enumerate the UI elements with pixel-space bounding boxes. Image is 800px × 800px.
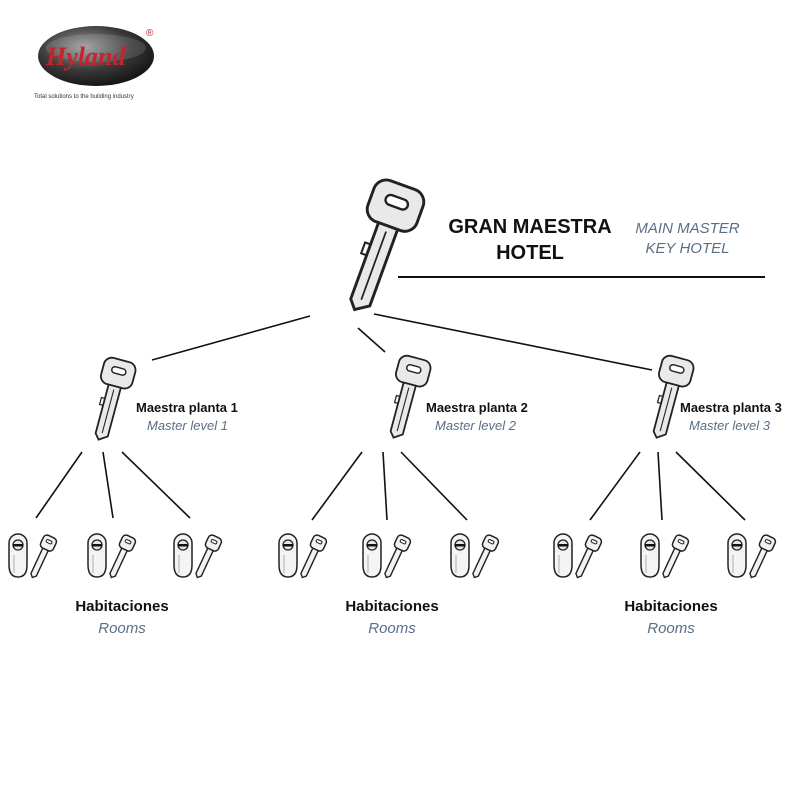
room-lock-pair-6 [450, 533, 501, 582]
lock-cylinder-icon [87, 533, 107, 578]
level-1-label-es: Maestra planta 1 [136, 400, 238, 415]
lock-cylinder-icon [278, 533, 298, 578]
rooms-3-label-es: Habitaciones [624, 598, 718, 615]
lock-cylinder-icon [173, 533, 193, 578]
lock-cylinder-icon [727, 533, 747, 578]
room-lock-pair-7 [553, 533, 604, 582]
level-2-label-en: Master level 2 [435, 418, 516, 433]
room-key-icon [657, 533, 691, 582]
room-key-icon [744, 533, 778, 582]
logo-wordmark: Hyland [46, 42, 126, 71]
level-2-key-icon [378, 352, 434, 444]
main-master-label-es: GRAN MAESTRA HOTEL [448, 216, 612, 264]
brand-tagline: Total solutions to the building industry [34, 94, 134, 100]
room-key-icon [295, 533, 329, 582]
room-key-icon [570, 533, 604, 582]
hyland-logo-icon [38, 26, 154, 86]
lock-cylinder-icon [362, 533, 382, 578]
room-locks [8, 533, 778, 582]
level-to-room-connectors [35, 451, 746, 521]
main-master-label-en: MAIN MASTER KEY HOTEL [635, 220, 740, 257]
level-3-key-icon [641, 352, 697, 444]
lock-cylinder-icon [450, 533, 470, 578]
brand-logo: Hyland ® Total solutions to the building… [28, 18, 178, 108]
rooms-3-label-en: Rooms [647, 620, 695, 637]
main-master-key-icon [331, 174, 429, 321]
level-2-label-es: Maestra planta 2 [426, 400, 528, 415]
level-3-label-es: Maestra planta 3 [680, 400, 782, 415]
room-lock-pair-2 [87, 533, 138, 582]
room-lock-pair-1 [8, 533, 59, 582]
level-3-label-en: Master level 3 [689, 418, 770, 433]
room-lock-pair-9 [727, 533, 778, 582]
lock-cylinder-icon [553, 533, 573, 578]
room-key-icon [25, 533, 59, 582]
rooms-1-label-en: Rooms [98, 620, 146, 637]
lock-cylinder-icon [8, 533, 28, 578]
registered-mark: ® [146, 28, 154, 39]
room-key-icon [467, 533, 501, 582]
room-lock-pair-3 [173, 533, 224, 582]
room-lock-pair-5 [362, 533, 413, 582]
rooms-2-label-es: Habitaciones [345, 598, 439, 615]
level-1-key-icon [83, 354, 139, 446]
lock-cylinder-icon [640, 533, 660, 578]
level-1-label-en: Master level 1 [147, 418, 228, 433]
main-to-level-connectors [151, 313, 653, 371]
room-lock-pair-4 [278, 533, 329, 582]
room-key-icon [190, 533, 224, 582]
rooms-2-label-en: Rooms [368, 620, 416, 637]
room-key-icon [379, 533, 413, 582]
rooms-1-label-es: Habitaciones [75, 598, 169, 615]
room-lock-pair-8 [640, 533, 691, 582]
room-key-icon [104, 533, 138, 582]
